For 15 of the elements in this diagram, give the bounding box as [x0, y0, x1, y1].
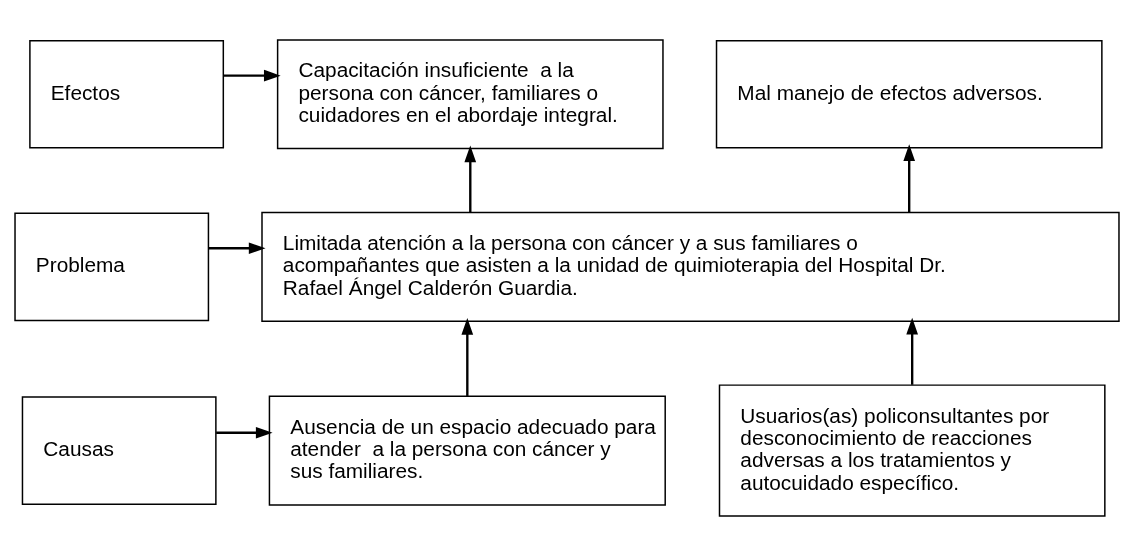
arrow	[461, 317, 474, 396]
node-box: Problema	[14, 212, 210, 322]
node-box: Limitada atención a la persona con cáncer y a sus familiares o acompañantes que asisten a la unidad de quimioterapia del Hospital Dr. Rafael Ángel Calderón Guardia.	[261, 211, 1120, 322]
node-box: Usuarios(as) policonsultantes por desconocimiento de reacciones adversas a los tratamientos y autocuidado específico.	[718, 384, 1106, 517]
node-box: Causas	[21, 396, 217, 505]
arrow	[223, 69, 281, 82]
arrow	[216, 426, 273, 439]
node-box: Efectos	[29, 39, 225, 149]
node-box: Mal manejo de efectos adversos.	[715, 39, 1103, 149]
arrow	[906, 317, 918, 385]
arrow	[208, 242, 266, 255]
arrow	[903, 144, 916, 213]
arrow	[464, 145, 477, 213]
node-box: Ausencia de un espacio adecuado para atender a la persona con cáncer y sus familiares.	[268, 395, 666, 506]
node-box: Capacitación insuficiente a la persona con cáncer, familiares o cuidadores en el abordaje integral.	[276, 39, 664, 150]
